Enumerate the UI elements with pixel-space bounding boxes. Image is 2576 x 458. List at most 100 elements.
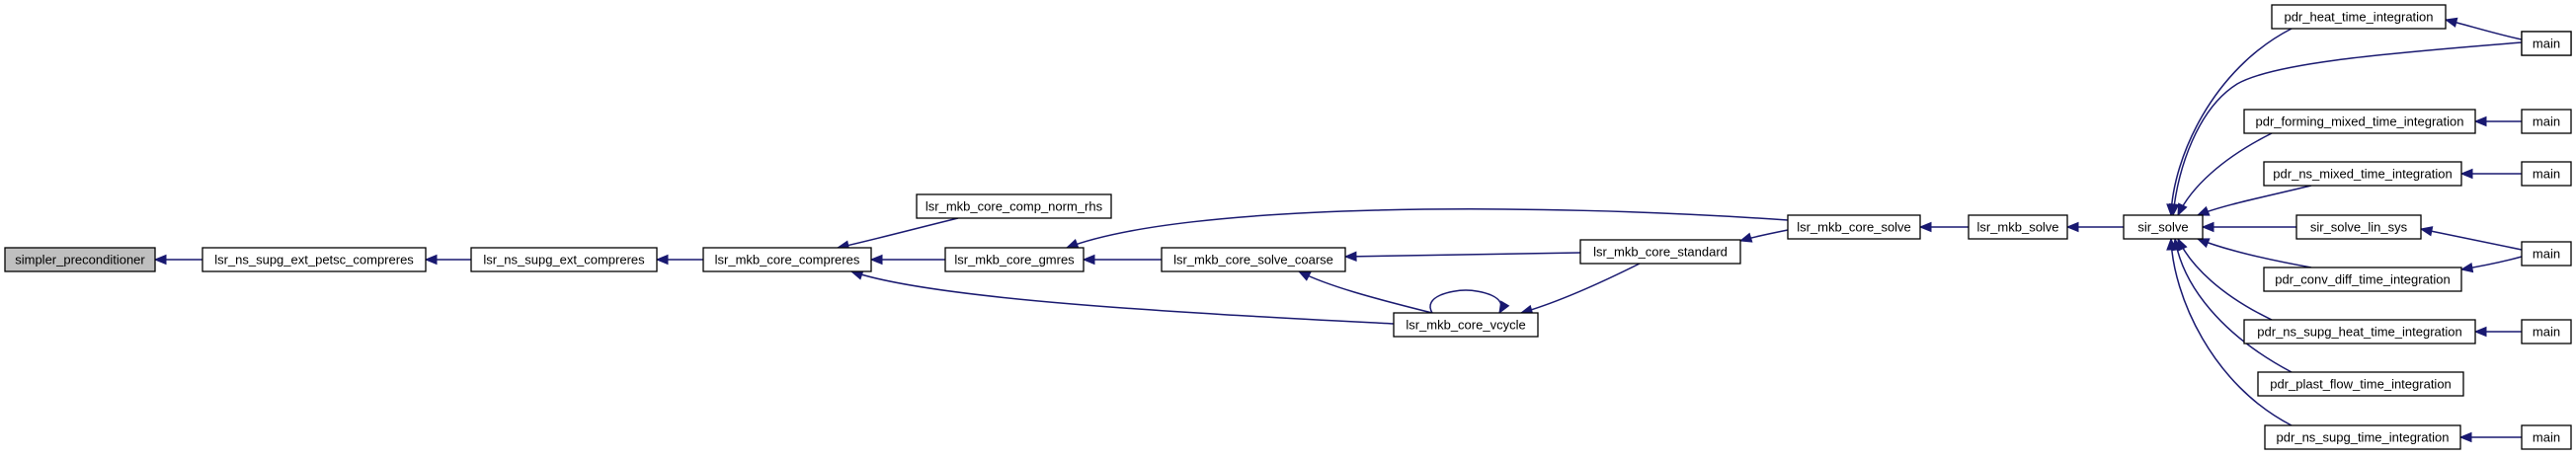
edge-line — [2177, 132, 2273, 216]
edge-main-2-to-sir-solve — [2169, 41, 2523, 217]
node-label: main — [2533, 247, 2560, 262]
node-sir-solve-lin-sys[interactable]: sir_solve_lin_sys — [2295, 214, 2422, 240]
node-label: lsr_mkb_solve — [1976, 220, 2058, 235]
node-pdr-ns-supg-heat-time-integration[interactable]: pdr_ns_supg_heat_time_integration — [2243, 319, 2476, 344]
node-box — [470, 247, 658, 272]
node-pdr-heat-time-integration[interactable]: pdr_heat_time_integration — [2271, 4, 2447, 30]
node-pdr-ns-supg-time-integration[interactable]: pdr_ns_supg_time_integration — [2264, 424, 2461, 450]
node-box — [2243, 109, 2476, 134]
arrowhead — [869, 254, 883, 266]
node-box — [2243, 319, 2476, 344]
arrowhead — [2458, 431, 2472, 443]
node-box — [2263, 161, 2462, 187]
node-box — [4, 247, 156, 272]
node-lsr-mkb-core-solve-coarse[interactable]: lsr_mkb_core_solve_coarse — [1161, 247, 1346, 272]
arrowhead — [655, 254, 669, 266]
edge-line — [2177, 238, 2273, 321]
edge-line — [2420, 228, 2523, 251]
node-main-3[interactable]: main — [2521, 109, 2572, 134]
edge-line — [2174, 238, 2293, 373]
edge-line — [1429, 289, 1502, 314]
arrowhead — [2177, 202, 2188, 217]
node-simpler-preconditioner: simpler_preconditioner — [4, 247, 156, 272]
node-lsr-mkb-core-standard[interactable]: lsr_mkb_core_standard — [1579, 239, 1741, 265]
node-pdr-forming-mixed-time-integration[interactable]: pdr_forming_mixed_time_integration — [2243, 109, 2476, 134]
node-label: pdr_conv_diff_time_integration — [2275, 272, 2451, 287]
node-lsr-mkb-core-gmres[interactable]: lsr_mkb_core_gmres — [944, 247, 1085, 272]
arrowhead — [2473, 115, 2487, 127]
node-label: pdr_forming_mixed_time_integration — [2255, 114, 2463, 129]
node-main-5[interactable]: main — [2521, 241, 2572, 267]
edge-lsr-mkb-core-vcycle-to-lsr-mkb-core-compreres — [849, 269, 1395, 325]
node-pdr-conv-diff-time-integration[interactable]: pdr_conv_diff_time_integration — [2263, 267, 2462, 292]
node-lsr-mkb-core-comp-norm-rhs[interactable]: lsr_mkb_core_comp_norm_rhs — [916, 193, 1112, 219]
node-pdr-plast-flow-time-integration[interactable]: pdr_plast_flow_time_integration — [2257, 371, 2464, 397]
node-pdr-ns-mixed-time-integration[interactable]: pdr_ns_mixed_time_integration — [2263, 161, 2462, 187]
node-label: main — [2533, 114, 2560, 129]
node-label: main — [2533, 37, 2560, 51]
node-box — [2123, 214, 2204, 240]
arrowhead — [2444, 17, 2458, 28]
node-box — [1787, 214, 1921, 240]
arrowhead — [153, 254, 167, 266]
edge-line — [1066, 208, 1789, 249]
edge-pdr-ns-mixed-time-integration-to-sir-solve — [2196, 185, 2312, 216]
edge-line — [1344, 252, 1581, 258]
arrowhead — [2169, 203, 2180, 217]
node-label: lsr_mkb_core_solve_coarse — [1173, 253, 1333, 267]
arrowhead — [2201, 221, 2214, 233]
node-lsr-mkb-core-compreres[interactable]: lsr_mkb_core_compreres — [702, 247, 872, 272]
node-label: lsr_ns_supg_ext_petsc_compreres — [214, 253, 414, 267]
node-main-7[interactable]: main — [2521, 424, 2572, 450]
edge-main-5-to-sir-solve-lin-sys — [2419, 226, 2523, 251]
node-box — [2521, 161, 2572, 187]
node-box — [2521, 31, 2572, 56]
node-label: pdr_ns_supg_heat_time_integration — [2257, 325, 2461, 340]
node-label: pdr_ns_mixed_time_integration — [2273, 167, 2452, 182]
node-box — [702, 247, 872, 272]
node-sir-solve[interactable]: sir_solve — [2123, 214, 2204, 240]
node-label: main — [2533, 167, 2560, 182]
node-box — [2521, 424, 2572, 450]
edge-lsr-mkb-solve-to-lsr-mkb-core-solve — [1918, 221, 1969, 233]
edge-sir-solve-to-lsr-mkb-solve — [2065, 221, 2124, 233]
edge-main-5-to-pdr-conv-diff-time-integration — [2459, 256, 2523, 273]
node-box — [2295, 214, 2422, 240]
edge-lsr-mkb-core-solve-coarse-to-lsr-mkb-core-gmres — [1082, 254, 1162, 266]
node-main-6[interactable]: main — [2521, 319, 2572, 344]
edge-pdr-forming-mixed-time-integration-to-sir-solve — [2177, 132, 2273, 217]
arrowhead — [424, 254, 438, 266]
node-box — [2521, 109, 2572, 134]
edge-lsr-ns-supg-ext-petsc-compreres-to-simpler-preconditioner — [153, 254, 202, 266]
edge-sir-solve-lin-sys-to-sir-solve — [2201, 221, 2296, 233]
edge-line — [837, 217, 959, 249]
edge-main-4-to-pdr-ns-mixed-time-integration — [2459, 168, 2522, 180]
node-lsr-mkb-solve[interactable]: lsr_mkb_solve — [1968, 214, 2068, 240]
node-box — [2271, 4, 2447, 30]
edge-main-3-to-pdr-forming-mixed-time-integration — [2473, 115, 2522, 127]
arrowhead — [1297, 270, 1312, 281]
edge-line — [850, 270, 1395, 325]
node-label: simpler_preconditioner — [15, 253, 145, 267]
edge-lsr-mkb-core-standard-to-lsr-mkb-core-solve-coarse — [1343, 251, 1581, 263]
node-box — [2263, 267, 2462, 292]
node-lsr-mkb-core-vcycle[interactable]: lsr_mkb_core_vcycle — [1393, 312, 1539, 338]
node-label: lsr_mkb_core_gmres — [954, 253, 1075, 267]
node-box — [1579, 239, 1741, 265]
node-box — [201, 247, 427, 272]
node-label: lsr_mkb_core_compreres — [715, 253, 860, 267]
node-label: pdr_plast_flow_time_integration — [2270, 377, 2452, 392]
node-main-2[interactable]: main — [2521, 31, 2572, 56]
arrowhead — [2459, 262, 2474, 273]
edge-main-1-to-pdr-heat-time-integration — [2444, 17, 2523, 40]
node-main-4[interactable]: main — [2521, 161, 2572, 187]
node-box — [1393, 312, 1539, 338]
edge-line — [1298, 270, 1433, 314]
edge-lsr-mkb-core-comp-norm-rhs-to-lsr-mkb-core-compreres — [836, 217, 959, 251]
arrowhead — [1343, 251, 1357, 263]
node-lsr-ns-supg-ext-petsc-compreres[interactable]: lsr_ns_supg_ext_petsc_compreres — [201, 247, 427, 272]
node-lsr-ns-supg-ext-compreres[interactable]: lsr_ns_supg_ext_compreres — [470, 247, 658, 272]
node-box — [1161, 247, 1346, 272]
node-lsr-mkb-core-solve[interactable]: lsr_mkb_core_solve — [1787, 214, 1921, 240]
